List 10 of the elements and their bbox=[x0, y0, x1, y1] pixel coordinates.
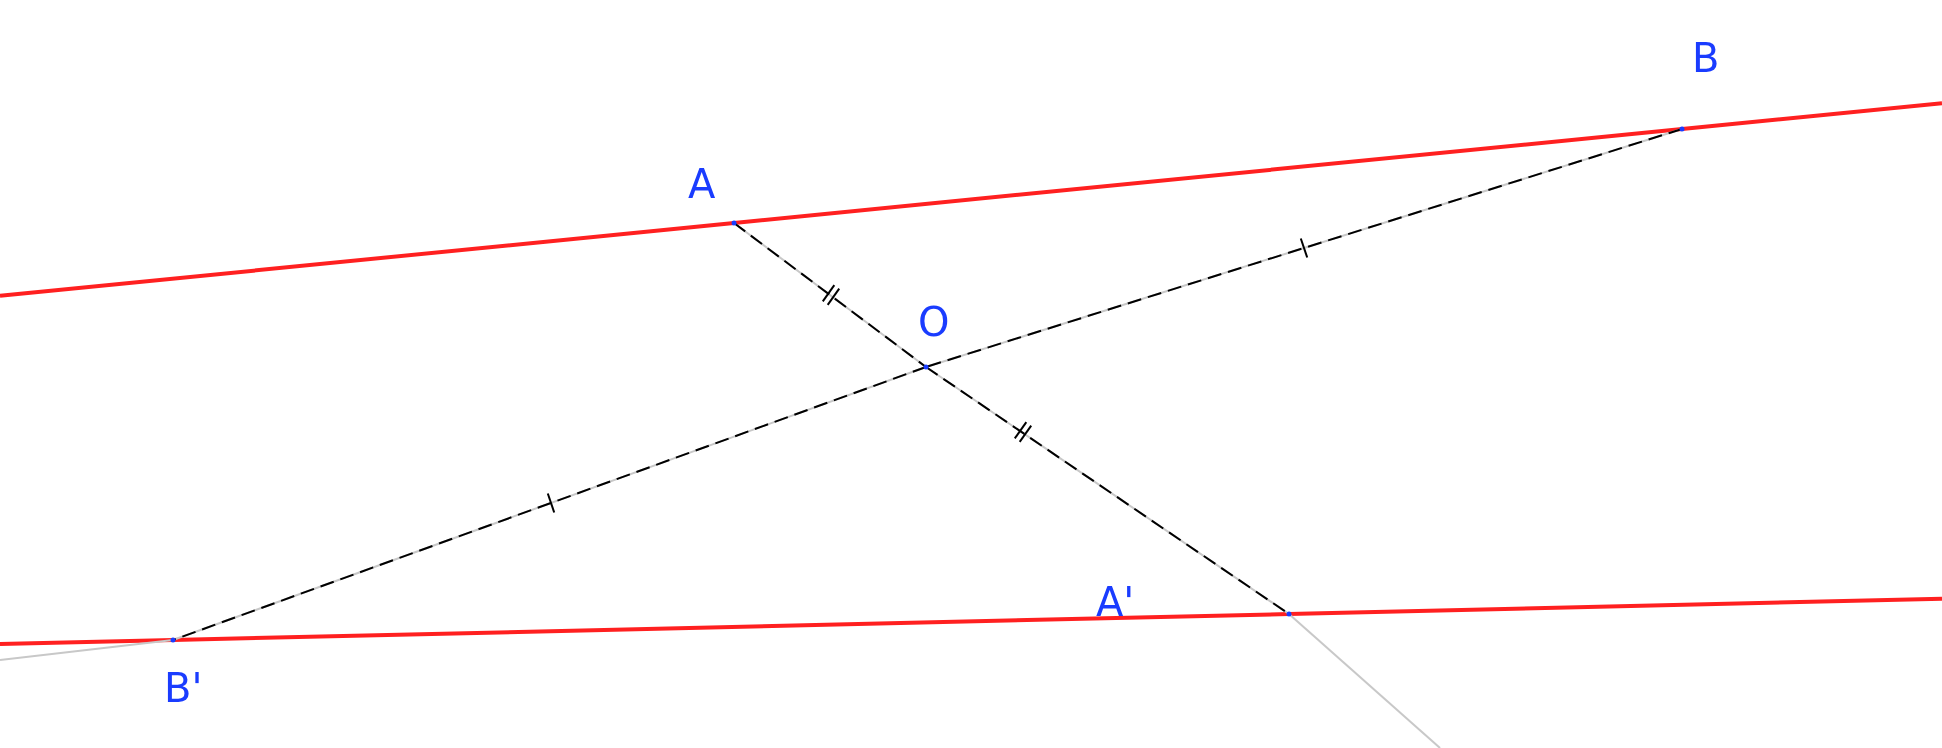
point-label: B' bbox=[164, 666, 203, 710]
segment bbox=[733, 222, 927, 368]
point-label: B bbox=[1692, 36, 1720, 80]
line bbox=[172, 612, 1290, 642]
point-label: O bbox=[918, 300, 950, 344]
segment bbox=[172, 366, 927, 641]
segment bbox=[925, 128, 1683, 368]
line bbox=[733, 127, 1683, 225]
point-label: A' bbox=[1096, 580, 1135, 624]
point-label: A bbox=[688, 162, 716, 206]
